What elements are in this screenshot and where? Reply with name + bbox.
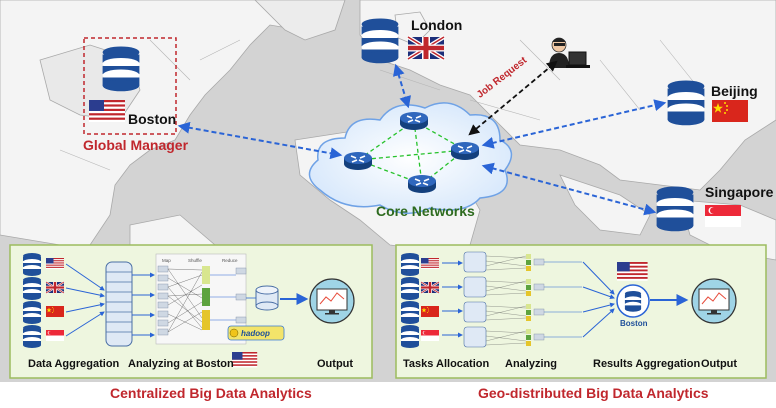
router-icon [399, 111, 429, 131]
boston-label: Boston [128, 111, 177, 127]
us-flag-small-icon [617, 262, 648, 281]
london-database-icon [361, 18, 399, 64]
hadoop-logo: hadoop [227, 325, 285, 341]
local-analysis-pipelines [463, 251, 582, 348]
singapore-label: Singapore [705, 184, 774, 200]
output-monitor-icon [691, 278, 737, 324]
router-icon [407, 174, 437, 194]
us-flag-small-icon [232, 352, 258, 368]
results-aggregation-label: Results Aggregation [593, 358, 701, 370]
uk-flag-icon [406, 35, 446, 61]
boston-aggregator-db-icon [624, 291, 642, 312]
map-col-label: Map [162, 258, 171, 263]
results-arrows [582, 261, 615, 338]
reduce-col-label: Reduce [222, 258, 238, 263]
result-cylinder [255, 285, 279, 311]
router-icon [343, 151, 373, 171]
shuffle-col-label: Shuffle [188, 258, 202, 263]
aggregation-arrows [65, 263, 105, 337]
svg-text:hadoop: hadoop [241, 329, 270, 338]
data-aggregation-label: Data Aggregation [28, 358, 120, 370]
us-flag-icon [89, 100, 125, 122]
stack-arrows [132, 272, 155, 338]
output-monitor-icon [309, 278, 355, 324]
tasks-allocation-label: Tasks Allocation [403, 358, 490, 370]
china-flag-icon [712, 100, 748, 122]
boston-database-icon [102, 46, 140, 92]
output-label-right: Output [701, 358, 738, 370]
london-label: London [411, 17, 463, 33]
connection-arrows [177, 63, 667, 216]
central-storage-stack [105, 261, 133, 347]
core-networks-label: Core Networks [376, 203, 475, 219]
boston-aggregator-label: Boston [620, 319, 648, 328]
centralized-title: Centralized Big Data Analytics [110, 385, 312, 401]
output-label-left: Output [317, 358, 354, 370]
analyzing-label: Analyzing [505, 358, 557, 370]
global-manager-box [83, 37, 177, 135]
router-icon [450, 141, 480, 161]
beijing-label: Beijing [711, 83, 758, 99]
job-request-arrow [468, 60, 558, 136]
analyzing-at-boston-label: Analyzing at Boston [128, 358, 234, 370]
beijing-database-icon [667, 80, 705, 126]
singapore-database-icon [656, 186, 694, 232]
global-manager-label: Global Manager [83, 137, 189, 153]
allocation-arrows [442, 260, 463, 338]
singapore-flag-icon [705, 205, 741, 227]
geo-distributed-title: Geo-distributed Big Data Analytics [478, 385, 709, 401]
